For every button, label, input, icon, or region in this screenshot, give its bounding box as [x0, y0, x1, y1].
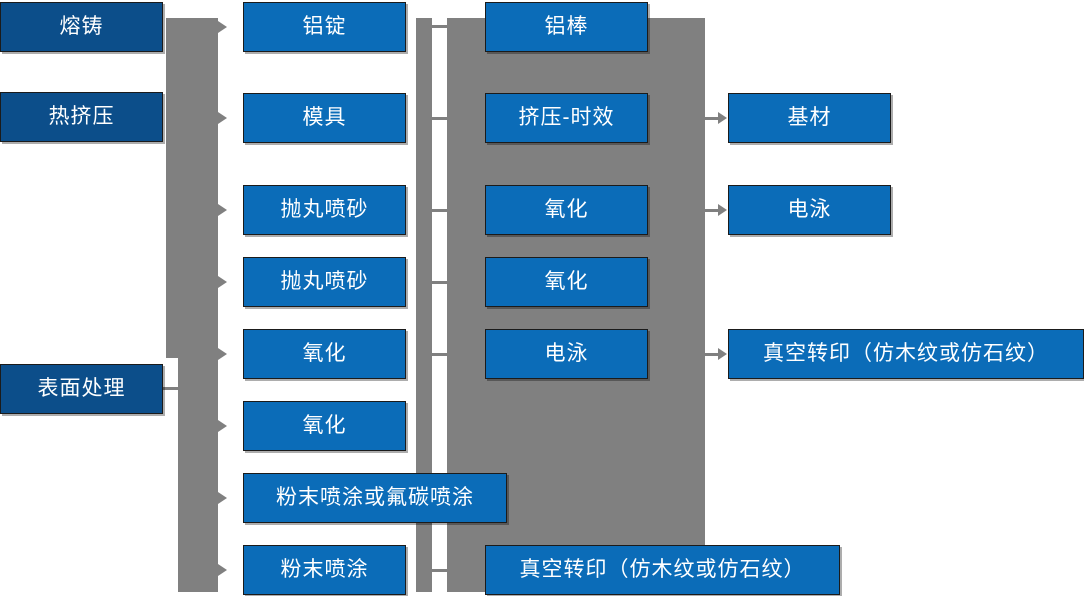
bracket-one-arrow-2	[218, 112, 227, 124]
stage-box-hot-extrusion-label: 热挤压	[48, 105, 115, 129]
bracket-two-rung-5	[432, 353, 447, 356]
bracket-two-rung-1	[432, 25, 447, 28]
input-box-powder-coating[interactable]: 粉末喷涂	[243, 545, 406, 595]
bracket-one-lower-body	[178, 358, 218, 592]
process-box-extrusion-aging-label: 挤压-时效	[518, 106, 615, 130]
input-box-shot-blasting-1-label: 抛丸喷砂	[280, 198, 369, 222]
process-box-oxidation-2-label: 氧化	[544, 270, 589, 294]
input-box-powder-coating-label: 粉末喷涂	[280, 558, 369, 582]
stage-box-hot-extrusion[interactable]: 热挤压	[0, 92, 163, 142]
process-box-aluminum-bar[interactable]: 铝棒	[485, 2, 648, 52]
output-box-electrophoresis-label: 电泳	[787, 198, 832, 222]
bracket-two-rung-3	[432, 209, 447, 212]
bracket-one-arrow-5	[218, 348, 227, 360]
process-box-vacuum-transfer-printing-label: 真空转印（仿木纹或仿石纹）	[519, 558, 806, 582]
bracket-two-rung-6	[432, 569, 447, 572]
bracket-one-arrow-4	[218, 276, 227, 288]
bracket-one-arrow-8	[218, 564, 227, 576]
input-box-oxidation-1[interactable]: 氧化	[243, 329, 406, 379]
input-box-aluminum-ingot-label: 铝锭	[302, 15, 347, 39]
bracket-two-rung-4	[432, 281, 447, 284]
process-box-oxidation-1[interactable]: 氧化	[485, 185, 648, 235]
bracket-one-upper-body	[166, 18, 218, 358]
stage-box-melting-casting[interactable]: 熔铸	[0, 2, 163, 52]
input-box-shot-blasting-2[interactable]: 抛丸喷砂	[243, 257, 406, 307]
bracket-one-arrow-1	[218, 21, 227, 33]
output-box-vacuum-transfer-printing-label: 真空转印（仿木纹或仿石纹）	[763, 342, 1049, 366]
input-box-mold-label: 模具	[302, 106, 347, 130]
input-box-mold[interactable]: 模具	[243, 93, 406, 143]
bracket-two-vertical-bar	[416, 18, 432, 592]
process-box-vacuum-transfer-printing[interactable]: 真空转印（仿木纹或仿石纹）	[485, 545, 840, 595]
input-box-aluminum-ingot[interactable]: 铝锭	[243, 2, 406, 52]
input-box-shot-blasting-2-label: 抛丸喷砂	[280, 270, 369, 294]
output-box-vacuum-transfer-printing[interactable]: 真空转印（仿木纹或仿石纹）	[728, 329, 1084, 379]
process-box-aluminum-bar-label: 铝棒	[544, 15, 589, 39]
bracket-two-rung-2	[432, 117, 447, 120]
output-box-base-material-label: 基材	[787, 106, 832, 130]
process-box-extrusion-aging[interactable]: 挤压-时效	[485, 93, 648, 143]
stage-surface-stub	[163, 387, 181, 390]
bracket-one-arrow-7	[218, 492, 227, 504]
stage-box-surface-treatment-label: 表面处理	[37, 377, 126, 401]
bracket-one-arrow-6	[218, 420, 227, 432]
stage-box-melting-casting-label: 熔铸	[59, 15, 104, 39]
input-box-oxidation-1-label: 氧化	[302, 342, 347, 366]
input-box-powder-or-fluorocarbon-coating-label: 粉末喷涂或氟碳喷涂	[276, 486, 474, 510]
process-box-oxidation-1-label: 氧化	[544, 198, 589, 222]
input-box-powder-or-fluorocarbon-coating[interactable]: 粉末喷涂或氟碳喷涂	[243, 473, 507, 523]
process-box-oxidation-2[interactable]: 氧化	[485, 257, 648, 307]
process-box-electrophoresis-label: 电泳	[544, 342, 589, 366]
input-box-oxidation-2-label: 氧化	[302, 414, 347, 438]
input-box-oxidation-2[interactable]: 氧化	[243, 401, 406, 451]
input-box-shot-blasting-1[interactable]: 抛丸喷砂	[243, 185, 406, 235]
process-box-electrophoresis[interactable]: 电泳	[485, 329, 648, 379]
output-box-base-material[interactable]: 基材	[728, 93, 891, 143]
bracket-one-arrow-3	[218, 204, 227, 216]
output-box-electrophoresis[interactable]: 电泳	[728, 185, 891, 235]
stage-box-surface-treatment[interactable]: 表面处理	[0, 364, 163, 414]
